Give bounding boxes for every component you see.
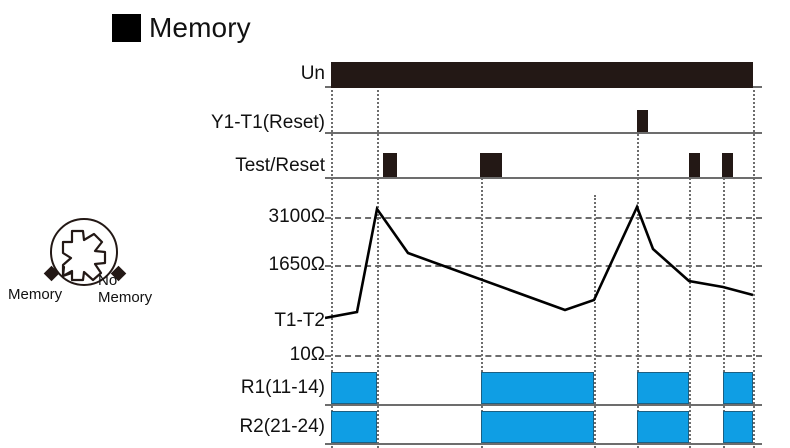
r2-bar-2 <box>481 411 594 443</box>
legend: Memory <box>112 14 251 42</box>
r2-bar-1 <box>331 411 377 443</box>
cross-slot-icon <box>61 229 107 282</box>
r2-bar-3 <box>637 411 689 443</box>
time-marker-7 <box>723 174 725 448</box>
knob-label-no-memory: No Memory <box>98 272 152 306</box>
time-marker-6 <box>689 174 691 448</box>
legend-swatch-icon <box>112 14 141 42</box>
gridline-10 <box>325 355 762 357</box>
memory-selector-knob[interactable]: Memory No Memory <box>8 218 168 306</box>
r2-bar-4 <box>723 411 753 443</box>
r1-bar-3 <box>637 372 689 404</box>
time-marker-4 <box>594 195 596 448</box>
time-marker-2 <box>377 86 379 448</box>
r1-bar-2 <box>481 372 594 404</box>
r1-baseline <box>325 404 762 406</box>
r1-bar-1 <box>331 372 377 404</box>
testreset-pulse-4 <box>722 153 733 177</box>
axis-tick-1650: 1650Ω <box>268 254 325 275</box>
r1-bar-4 <box>723 372 753 404</box>
knob-label-no: No <box>98 272 118 289</box>
knob-label-memory: Memory <box>8 286 63 303</box>
testreset-pulse-1 <box>383 153 397 177</box>
un-level-bar <box>331 62 753 88</box>
row-label-un: Un <box>300 63 325 84</box>
time-marker-8 <box>753 86 755 448</box>
y1t1-baseline <box>325 132 762 134</box>
row-label-r2: R2(21-24) <box>239 416 325 437</box>
row-label-t1-t2: T1-T2 <box>274 310 325 331</box>
gridline-1650 <box>325 265 762 267</box>
time-marker-3 <box>481 174 483 448</box>
r2-baseline <box>325 443 762 445</box>
knob-label-memory2: Memory <box>98 289 153 306</box>
axis-tick-3100: 3100Ω <box>268 206 325 227</box>
row-label-test-reset: Test/Reset <box>235 155 325 176</box>
testreset-baseline <box>325 177 762 179</box>
legend-label: Memory <box>149 12 251 43</box>
y1t1-pulse-1 <box>637 110 648 132</box>
testreset-pulse-2 <box>480 153 502 177</box>
gridline-3100 <box>325 217 762 219</box>
row-label-r1: R1(11-14) <box>240 377 325 398</box>
timing-diagram-plot <box>325 0 770 448</box>
row-label-y1-t1-reset: Y1-T1(Reset) <box>210 112 325 133</box>
testreset-pulse-3 <box>689 153 700 177</box>
axis-tick-10: 10Ω <box>289 344 325 365</box>
